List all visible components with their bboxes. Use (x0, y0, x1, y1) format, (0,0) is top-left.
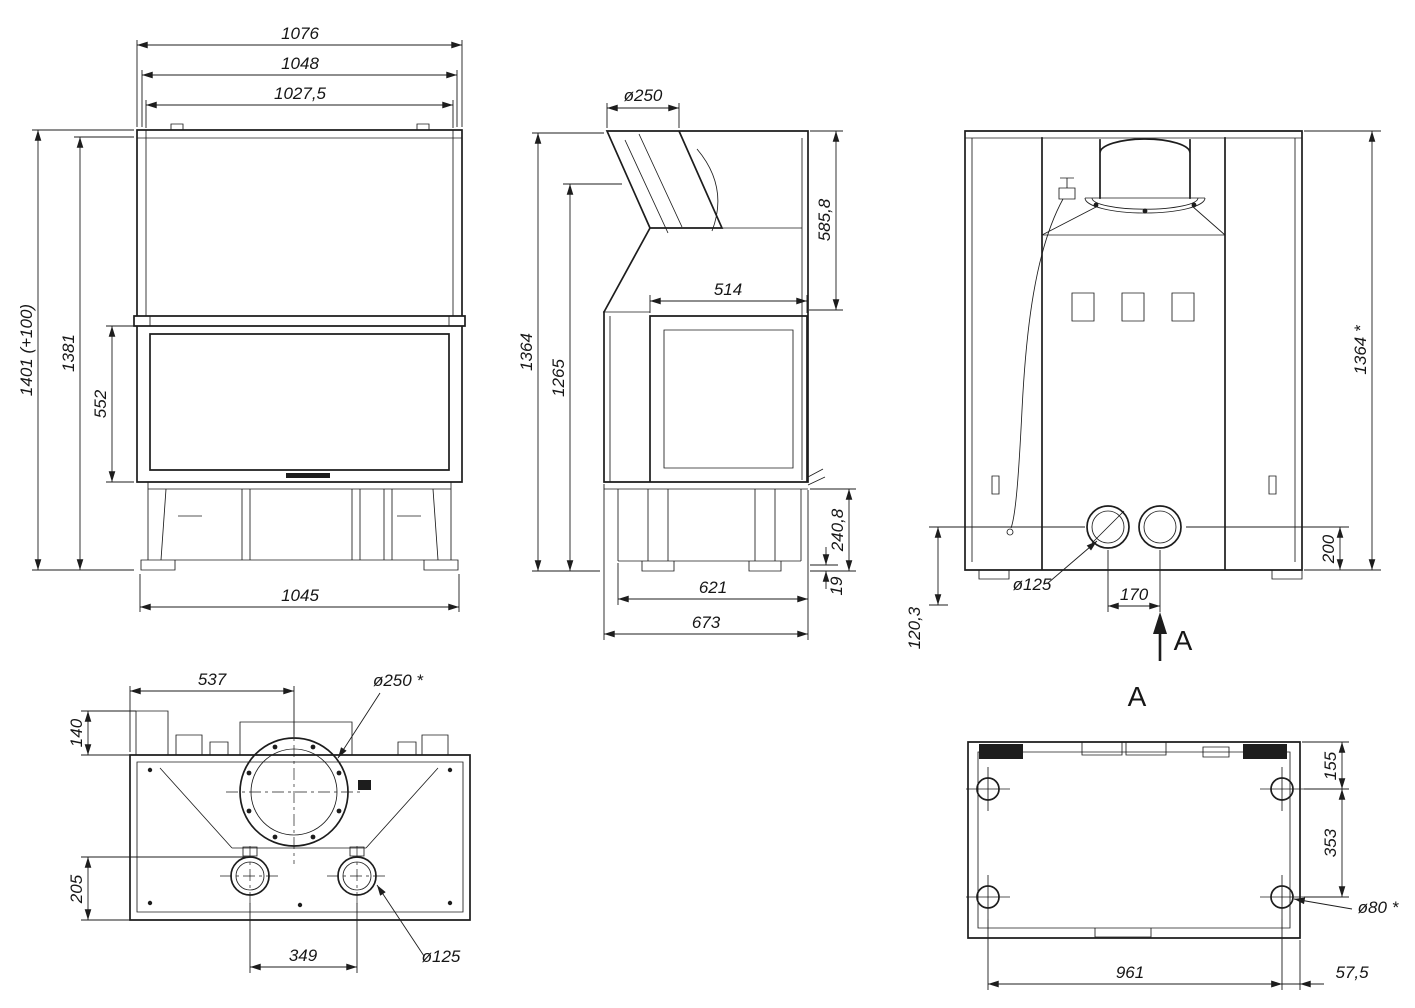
capillary-hook (1006, 528, 1014, 536)
bottom-dim-row-spacing: 353 (1321, 828, 1340, 857)
front-extension-lines (32, 40, 463, 612)
side-dim-base-height: 240,8 (828, 508, 847, 552)
side-dim-hood-height: 585,8 (815, 198, 834, 241)
fixing-hole-top-right (1270, 777, 1294, 801)
front-dim-top-width: 1076 (281, 24, 319, 43)
bolt-hole (336, 770, 342, 776)
screw (297, 902, 303, 908)
view-a-label: A (1128, 681, 1147, 712)
bolt-hole (310, 744, 316, 750)
top-dim-front-strip: 140 (67, 718, 86, 747)
side-dim-overall-depth: 673 (692, 613, 721, 632)
outlet-spigot-left (1086, 505, 1130, 549)
side-extension-lines (532, 103, 856, 640)
side-details (604, 133, 826, 572)
back-dim-overall-height: 1364 * (1351, 324, 1370, 375)
bottom-dim-top-offset: 155 (1321, 751, 1340, 780)
flange-bolt (1191, 202, 1197, 208)
side-dim-side-glass: 514 (714, 280, 742, 299)
outlet-spigot-right-inner (1143, 510, 1177, 544)
bottom-dim-side-offset: 57,5 (1335, 963, 1369, 982)
panel-screws (147, 767, 453, 908)
screw (147, 900, 153, 906)
bolt-hole (246, 808, 252, 814)
top-view: 537 ø250 * 140 205 349 ø125 (67, 670, 471, 973)
front-dim-glass-width: 1027,5 (274, 84, 327, 103)
flange-bolt (1093, 202, 1099, 208)
screw (147, 767, 153, 773)
front-dim-mid-width: 1048 (281, 54, 319, 73)
back-dim-side-offset: 120,3 (905, 606, 924, 649)
bolt-hole (310, 834, 316, 840)
back-view: 1364 * 200 170 120,3 ø125 A (905, 130, 1381, 661)
bottom-extension-lines (987, 741, 1349, 990)
screw (447, 900, 453, 906)
side-outline (602, 130, 809, 483)
bottom-details (966, 741, 1304, 938)
side-dim-foot-gap: 19 (827, 576, 846, 595)
bolt-hole (336, 808, 342, 814)
top-flue-dia-leader (337, 692, 381, 759)
bottom-hole-dia-leader (1293, 897, 1353, 910)
top-outline (129, 754, 471, 921)
top-dim-inlet-diameter: ø125 (422, 947, 461, 966)
bolt-hole (272, 744, 278, 750)
fixing-hole-bottom-left (976, 885, 1000, 909)
side-dim-front-height: 1265 (549, 359, 568, 397)
outlet-spigot-left-inner (1091, 510, 1125, 544)
bolt-hole (272, 834, 278, 840)
valve-plan (358, 780, 371, 790)
front-dim-body-height: 1381 (59, 334, 78, 372)
bottom-dim-col-spacing: 961 (1116, 963, 1144, 982)
fixing-hole-bottom-right (1270, 885, 1294, 909)
bottom-outline (967, 741, 1301, 939)
back-dim-outlet-diameter: ø125 (1013, 575, 1052, 594)
bottom-view: A 155 353 961 57,5 ø80 * (966, 681, 1400, 990)
front-dim-base-width: 1045 (281, 586, 319, 605)
top-inlet-dia-leader (376, 884, 425, 957)
top-dim-flue-diameter: ø250 * (373, 671, 424, 690)
flange-bolt-circle (246, 744, 342, 840)
bolt-hole (246, 770, 252, 776)
side-view: ø250 585,8 514 1364 1265 240,8 19 621 67… (517, 86, 856, 640)
front-view: 1076 1048 1027,5 1401 (+100) 1381 552 10… (17, 24, 466, 612)
top-details (135, 710, 464, 913)
top-centerlines (220, 722, 387, 906)
back-outlet-dia-leader (1047, 540, 1098, 584)
top-dim-flue-offset: 537 (198, 670, 227, 689)
section-letter: A (1174, 625, 1193, 656)
front-details (137, 123, 462, 571)
back-dim-outlet-spacing: 170 (1120, 585, 1149, 604)
section-arrow-head (1153, 612, 1167, 634)
door-handle (286, 473, 330, 478)
outlet-spigot-right (1138, 505, 1182, 549)
top-dim-inlet-spacing: 349 (289, 946, 318, 965)
flange-bolt (1142, 208, 1148, 214)
side-dim-overall-height: 1364 (517, 333, 536, 371)
front-outline (133, 129, 466, 483)
top-extension-lines (81, 686, 358, 973)
front-dim-total-height: 1401 (+100) (17, 304, 36, 396)
bottom-dim-hole-diameter: ø80 * (1358, 898, 1400, 917)
fixing-hole-top-left (976, 777, 1000, 801)
connection-blocks (979, 744, 1287, 759)
front-dim-door-height: 552 (91, 389, 110, 418)
screw (447, 767, 453, 773)
side-dim-base-depth: 621 (699, 578, 727, 597)
back-extension-lines (929, 130, 1381, 612)
side-dim-flue: ø250 (624, 86, 663, 105)
back-details (965, 137, 1303, 580)
back-dim-outlet-height: 200 (1319, 534, 1338, 564)
top-dim-rear-strip: 205 (67, 874, 86, 904)
